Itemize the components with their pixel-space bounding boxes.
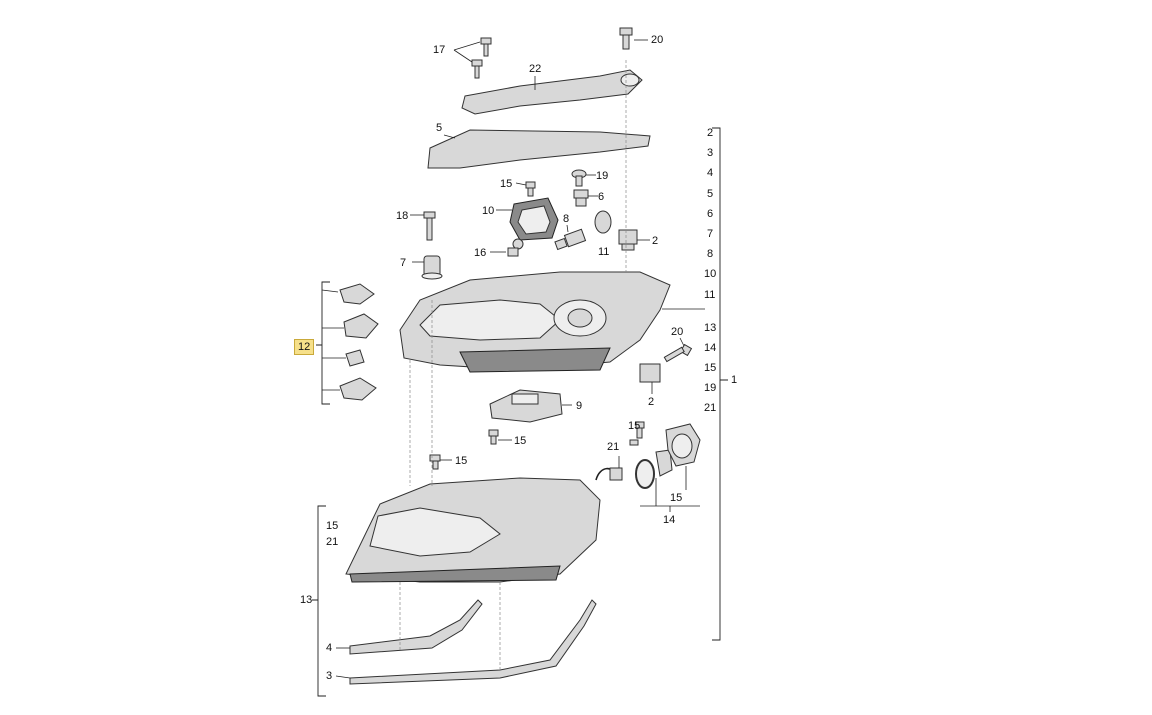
label-22: 22 — [529, 63, 542, 75]
label-19: 19 — [596, 170, 609, 182]
screw-15-housing — [429, 454, 441, 470]
label-15-housing: 15 — [455, 455, 468, 467]
label-15-housing-left: 15 — [326, 520, 339, 532]
leader-8 — [566, 224, 569, 233]
label-18: 18 — [396, 210, 409, 222]
bracket-22 — [461, 69, 643, 115]
guide-lines-housing — [399, 300, 501, 672]
label-12: 12 — [294, 339, 315, 355]
screw-15-upper — [525, 181, 536, 197]
screw-15-right-lower — [629, 439, 639, 446]
label-5: 5 — [436, 122, 443, 134]
label-8: 8 — [563, 213, 570, 225]
ballast-9 — [489, 389, 563, 423]
label-14: 14 — [663, 514, 676, 526]
seal-14 — [655, 449, 673, 477]
label-16: 16 — [474, 247, 487, 259]
adjuster-16 — [507, 238, 524, 257]
screw-20-top — [619, 27, 633, 50]
column-label-8: 8 — [707, 248, 714, 260]
column-label-19: 19 — [704, 382, 717, 394]
connector-2-upper — [618, 229, 638, 251]
column-label-5: 5 — [707, 188, 714, 200]
label-1: 1 — [731, 374, 738, 386]
leader-14 — [640, 466, 700, 512]
label-17: 17 — [433, 44, 446, 56]
harness-21 — [595, 467, 623, 481]
label-15-ballast: 15 — [514, 435, 527, 447]
label-2-lower: 2 — [648, 396, 655, 408]
column-label-6: 6 — [707, 208, 714, 220]
screw-15-right — [635, 421, 645, 439]
label-21-housing-left: 21 — [326, 536, 339, 548]
label-13: 13 — [300, 594, 313, 606]
column-label-15: 15 — [704, 362, 717, 374]
label-6: 6 — [598, 191, 605, 203]
bracket-12-d — [339, 377, 377, 401]
connector-2-lower — [639, 363, 661, 383]
leader-12-items — [321, 289, 346, 391]
label-10: 10 — [482, 205, 495, 217]
screw-15-ballast — [488, 429, 499, 445]
bracket-group-12 — [316, 281, 330, 405]
bracket-12-c — [345, 349, 365, 367]
leader-15-upper — [515, 182, 527, 186]
leader-20-right — [679, 337, 685, 347]
control-module-10 — [509, 197, 559, 241]
bracket-group-1 — [712, 127, 728, 641]
cap-11 — [594, 210, 612, 234]
label-20-right: 20 — [671, 326, 684, 338]
label-9: 9 — [576, 400, 583, 412]
label-15-right: 15 — [628, 420, 641, 432]
bracket-12-a — [339, 283, 375, 305]
label-15-upper: 15 — [500, 178, 513, 190]
column-label-2: 2 — [707, 127, 714, 139]
trim-strip-3 — [349, 599, 597, 685]
screw-20-right — [663, 343, 693, 363]
ring-14 — [635, 459, 655, 489]
label-3: 3 — [326, 670, 333, 682]
socket-6 — [573, 189, 589, 207]
screw-18 — [423, 211, 436, 241]
label-4: 4 — [326, 642, 333, 654]
column-label-10: 10 — [704, 268, 717, 280]
grommet-7 — [421, 255, 443, 280]
leader-5 — [443, 134, 456, 139]
bracket-12-b — [343, 313, 379, 339]
column-label-11: 11 — [704, 289, 716, 301]
plug-19 — [571, 169, 587, 187]
housing-13 — [345, 477, 601, 583]
column-label-13: 13 — [704, 322, 717, 334]
bulb-8 — [554, 228, 587, 251]
headlamp-assembly — [399, 271, 671, 373]
column-label-7: 7 — [707, 228, 714, 240]
bracket-group-13 — [312, 505, 326, 697]
bracket-22-hole — [620, 73, 640, 87]
column-label-3: 3 — [707, 147, 714, 159]
column-label-4: 4 — [707, 167, 714, 179]
label-20-top: 20 — [651, 34, 664, 46]
label-11: 11 — [598, 246, 610, 258]
leader-3 — [335, 675, 351, 679]
screw-17-lower — [471, 59, 483, 79]
column-label-21: 21 — [704, 402, 717, 414]
label-2-upper: 2 — [652, 235, 659, 247]
label-15-module: 15 — [670, 492, 683, 504]
label-7: 7 — [400, 257, 407, 269]
leader-17 — [453, 41, 481, 63]
trim-strip-4 — [349, 599, 483, 655]
led-module-14 — [665, 423, 701, 467]
column-label-14: 14 — [704, 342, 717, 354]
cover-strip-5 — [427, 129, 651, 169]
label-21-harness: 21 — [607, 441, 620, 453]
screw-17-upper — [480, 37, 492, 57]
